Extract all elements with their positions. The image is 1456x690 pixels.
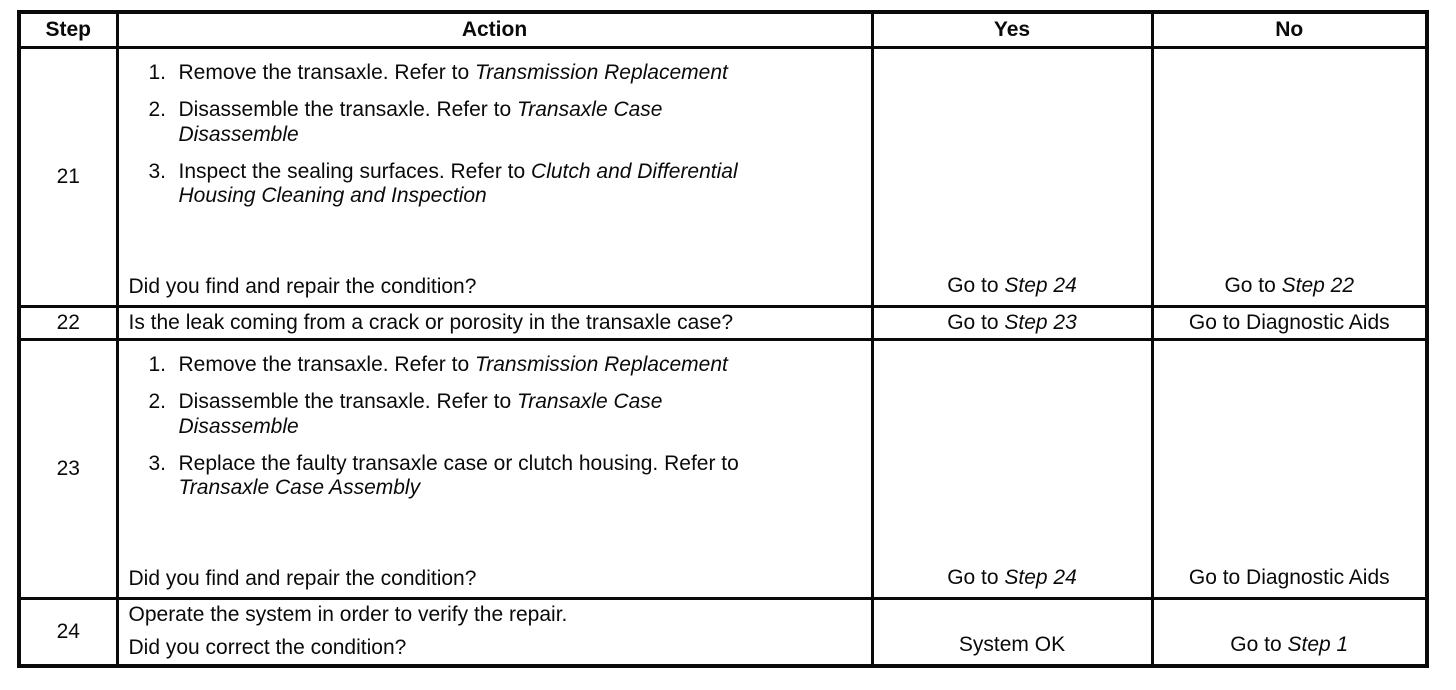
no-cell: Go to Diagnostic Aids [1150,305,1429,341]
no-cell: Go to Step 22 [1150,46,1429,308]
action-list-item: 2. Disassemble the transaxle. Refer to T… [149,98,863,147]
list-number: 1. [148,353,167,376]
goto-value: Go to Diagnostic Aids [1154,566,1426,597]
action-text-reference: Transaxle Case Disassemble [178,98,663,146]
goto-reference: Step 24 [1004,273,1077,297]
list-number: 2. [148,390,167,414]
list-number: 1. [148,61,167,84]
goto-plain: System OK [958,632,1066,656]
header-row: Step Action Yes No [17,10,1429,49]
action-list: 1. Remove the transaxle. Refer to Transm… [149,61,863,222]
action-text-plain: Disassemble the transaxle. Refer to [178,390,517,414]
action-list-item: 1. Remove the transaxle. Refer to Transm… [149,353,863,377]
action-list: 1. Remove the transaxle. Refer to Transm… [149,353,863,514]
yes-cell: Go to Step 24 [870,46,1154,308]
step-number: 23 [17,338,119,600]
action-text: Replace the faulty transaxle case or clu… [179,452,739,501]
goto-plain: Go to [947,273,1005,297]
action-text: Operate the system in order to verify th… [128,603,568,626]
action-cell: Operate the system in order to verify th… [115,597,874,668]
action-list-item: 1. Remove the transaxle. Refer to Transm… [149,61,863,85]
action-text-reference: Transmission Replacement [474,353,728,376]
list-number: 2. [148,98,167,122]
table-row-step-21: 21 1. Remove the transaxle. Refer to Tra… [17,46,1429,308]
goto-plain: Go to Diagnostic Aids [1188,310,1390,334]
list-number: 3. [148,160,167,184]
scanned-page: Step Action Yes No 21 1. Remove the tran… [17,10,1429,668]
table-row-step-24: 24 Operate the system in order to verify… [17,597,1429,668]
column-header-action: Action [115,10,874,49]
action-text-reference: Transaxle Case Disassemble [178,390,663,438]
goto-plain: Go to [1224,273,1282,297]
yes-cell: Go to Step 24 [870,338,1154,600]
table-row-step-23: 23 1. Remove the transaxle. Refer to Tra… [17,338,1429,600]
goto-value: Go to Step 24 [874,274,1151,305]
step-number: 22 [17,305,119,341]
goto-value: Go to Diagnostic Aids [1154,311,1426,335]
action-text: Disassemble the transaxle. Refer to Tran… [179,390,663,439]
action-text-plain: Disassemble the transaxle. Refer to [178,98,517,122]
action-list-item: 3. Replace the faulty transaxle case or … [149,452,863,501]
goto-reference: Step 24 [1004,565,1077,589]
goto-plain: Go to [947,565,1005,589]
action-text-plain: Replace the faulty transaxle case or clu… [178,452,739,476]
action-text-plain: Remove the transaxle. Refer to [178,61,475,84]
question-text: Did you correct the condition? [128,635,407,659]
goto-plain: Go to Diagnostic Aids [1188,565,1390,589]
goto-value: Go to Step 23 [874,311,1151,335]
column-header-yes: Yes [870,10,1154,49]
goto-plain: Go to [947,310,1005,334]
question-text: Did you find and repair the condition? [128,274,477,298]
action-text-reference: Transmission Replacement [474,61,728,84]
goto-value: Go to Step 22 [1154,274,1426,305]
no-cell: Go to Step 1 [1150,597,1429,668]
action-cell: 1. Remove the transaxle. Refer to Transm… [115,46,874,308]
action-text: Remove the transaxle. Refer to Transmiss… [179,61,728,85]
column-header-step: Step [17,10,119,49]
no-cell: Go to Diagnostic Aids [1150,338,1429,600]
yes-cell: System OK [870,597,1154,668]
goto-value: Go to Step 1 [1154,633,1426,664]
diagnostic-table: Step Action Yes No 21 1. Remove the tran… [17,10,1429,668]
question-text: Did you find and repair the condition? [128,566,477,590]
action-list-item: 3. Inspect the sealing surfaces. Refer t… [149,160,863,209]
action-text: Remove the transaxle. Refer to Transmiss… [179,353,728,377]
question-text: Is the leak coming from a crack or poros… [128,310,734,334]
yes-cell: Go to Step 23 [870,305,1154,341]
action-cell: 1. Remove the transaxle. Refer to Transm… [115,338,874,600]
goto-value: System OK [874,633,1151,664]
goto-reference: Step 22 [1281,273,1355,297]
action-text-plain: Remove the transaxle. Refer to [178,353,475,376]
action-text: Disassemble the transaxle. Refer to Tran… [179,98,663,147]
column-header-no: No [1150,10,1429,49]
action-text-reference: Clutch and Differential Housing Cleaning… [178,160,738,208]
action-cell: Is the leak coming from a crack or poros… [115,305,874,341]
action-text: Inspect the sealing surfaces. Refer to C… [179,160,738,209]
action-list-item: 2. Disassemble the transaxle. Refer to T… [149,390,863,439]
goto-value: Go to Step 24 [874,566,1151,597]
table-row-step-22: 22 Is the leak coming from a crack or po… [17,305,1429,341]
step-number: 21 [17,46,119,308]
goto-reference: Step 23 [1004,310,1077,334]
goto-plain: Go to [1230,632,1288,656]
goto-reference: Step 1 [1287,632,1349,656]
list-number: 3. [148,452,167,476]
action-text-reference: Transaxle Case Assembly [178,476,421,500]
step-number: 24 [17,597,119,668]
action-text-plain: Inspect the sealing surfaces. Refer to [178,160,532,184]
